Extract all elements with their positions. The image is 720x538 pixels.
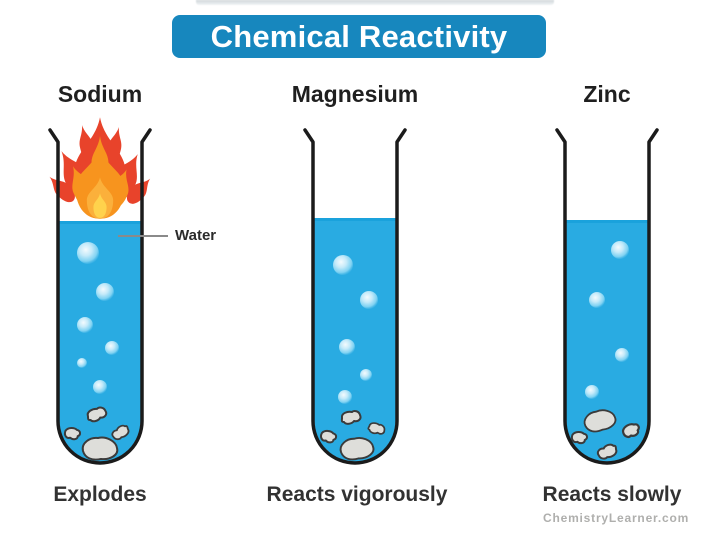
tube-outline bbox=[555, 128, 659, 465]
bubble-icons bbox=[77, 242, 119, 394]
test-tube-zinc bbox=[555, 128, 659, 465]
bubble bbox=[77, 358, 87, 368]
water-fill bbox=[314, 218, 396, 462]
bubble-icons bbox=[585, 241, 629, 399]
element-label-magnesium: Magnesium bbox=[291, 81, 419, 107]
water-surface bbox=[59, 221, 141, 224]
bubble bbox=[585, 385, 599, 399]
reaction-label-sodium: Explodes bbox=[53, 483, 147, 506]
bubble bbox=[77, 317, 93, 333]
watermark: ChemistryLearner.com bbox=[543, 511, 690, 525]
page-title: Chemical Reactivity bbox=[210, 18, 508, 54]
bubble bbox=[338, 390, 352, 404]
water-surface bbox=[566, 220, 648, 223]
bubble bbox=[589, 292, 605, 308]
bubble bbox=[77, 242, 99, 264]
reaction-label-magnesium: Reacts vigorously bbox=[266, 483, 448, 506]
water-fill bbox=[59, 221, 141, 462]
water-surface bbox=[314, 218, 396, 221]
bubble bbox=[333, 255, 353, 275]
bubble bbox=[360, 369, 372, 381]
water-label: Water bbox=[175, 227, 217, 244]
bubble bbox=[93, 380, 107, 394]
water-callout-line bbox=[118, 235, 168, 237]
bubble bbox=[360, 291, 378, 309]
test-tube-sodium bbox=[48, 128, 152, 465]
reaction-label-zinc: Reacts slowly bbox=[542, 483, 682, 506]
tube-outline bbox=[48, 128, 152, 465]
top-edge-artifact bbox=[196, 0, 554, 5]
bubble-icons bbox=[333, 255, 378, 404]
bubble bbox=[105, 341, 119, 355]
test-tube-magnesium bbox=[303, 128, 407, 465]
element-label-sodium: Sodium bbox=[57, 81, 143, 107]
bubble bbox=[615, 348, 629, 362]
title-banner: Chemical Reactivity bbox=[172, 15, 546, 58]
bubble bbox=[611, 241, 629, 259]
bubble bbox=[96, 283, 114, 301]
water-fill bbox=[566, 220, 648, 462]
rock bbox=[81, 436, 119, 461]
rock bbox=[340, 410, 362, 425]
element-label-zinc: Zinc bbox=[583, 81, 631, 107]
tube-outline bbox=[303, 128, 407, 465]
bubble bbox=[339, 339, 355, 355]
